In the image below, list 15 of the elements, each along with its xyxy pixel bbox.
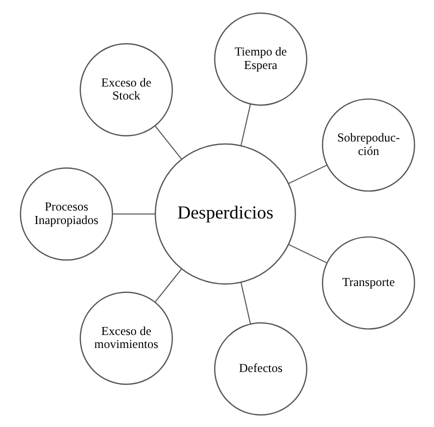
connector — [154, 124, 182, 159]
connector — [288, 164, 327, 184]
node-circle: Sobrepoduc- ción — [321, 98, 415, 192]
node-circle: Procesos Inapropiados — [19, 166, 113, 260]
node-circle: Exceso de Stock — [79, 42, 172, 136]
node-circle: Exceso de movimientos — [79, 291, 172, 384]
connector — [288, 243, 327, 263]
node-circle: Tiempo de Espera — [214, 12, 307, 106]
node-circle: Desperdicios — [154, 142, 296, 284]
connector — [240, 282, 250, 324]
connector — [112, 213, 155, 214]
node-circle: Transporte — [321, 236, 415, 330]
node-circle: Defectos — [214, 322, 307, 416]
connector — [154, 268, 182, 302]
connector — [240, 103, 250, 146]
